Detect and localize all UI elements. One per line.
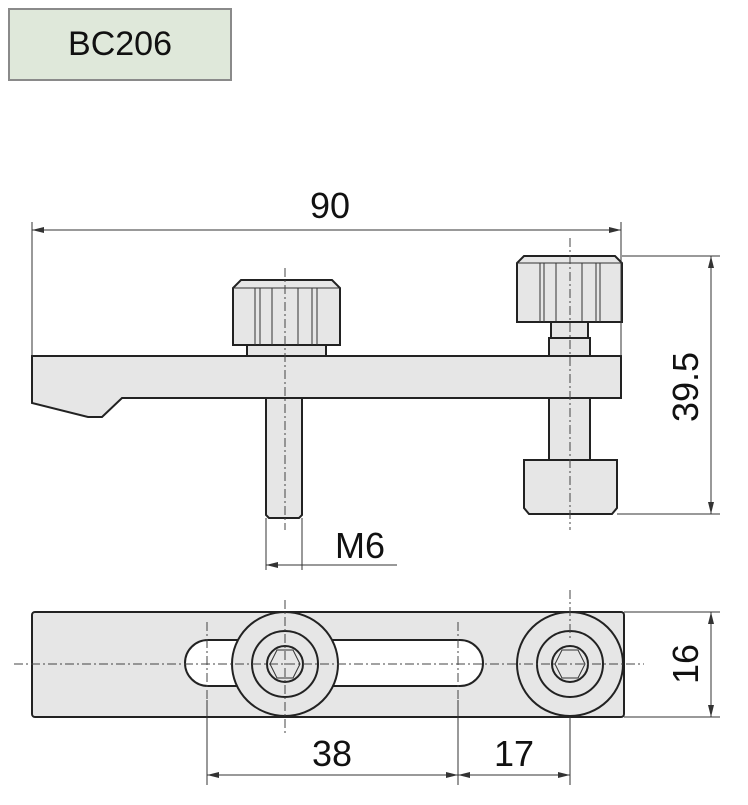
left-stud <box>265 397 303 519</box>
dim-hole-offset: 17 <box>494 733 534 774</box>
dim-width: 16 <box>665 644 706 684</box>
dim-thread: M6 <box>335 525 385 566</box>
right-foot <box>523 459 618 515</box>
clamp-bar <box>31 355 622 418</box>
dim-slot-span: 38 <box>312 733 352 774</box>
dim-overall-length: 90 <box>310 185 350 226</box>
part-number-label: BC206 <box>8 8 232 81</box>
dim-height: 39.5 <box>665 352 706 422</box>
left-knob <box>232 279 341 346</box>
left-knob-knurl <box>233 287 340 345</box>
left-knob-collar <box>246 344 327 357</box>
front-view: 90 39.5 M6 <box>31 185 720 570</box>
top-view: 16 38 17 <box>14 590 720 785</box>
